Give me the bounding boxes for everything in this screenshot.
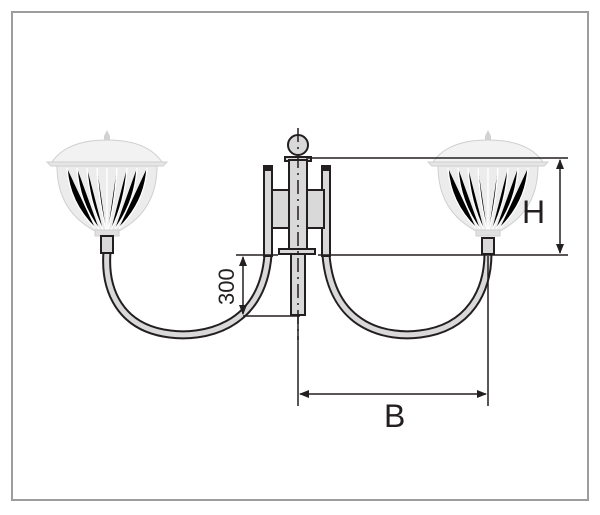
dimension-h-label: H	[522, 194, 545, 230]
dimension-300	[236, 254, 300, 317]
dimension-b-label: B	[384, 398, 405, 434]
dimension-b	[297, 256, 489, 406]
dimension-h	[306, 157, 568, 256]
left-lamp	[46, 129, 168, 237]
left-arm	[102, 251, 273, 340]
frame-border	[11, 11, 589, 501]
left-socket	[100, 235, 114, 254]
right-socket	[481, 237, 495, 255]
right-arm	[321, 252, 493, 340]
dimension-300-label: 300	[214, 268, 239, 305]
